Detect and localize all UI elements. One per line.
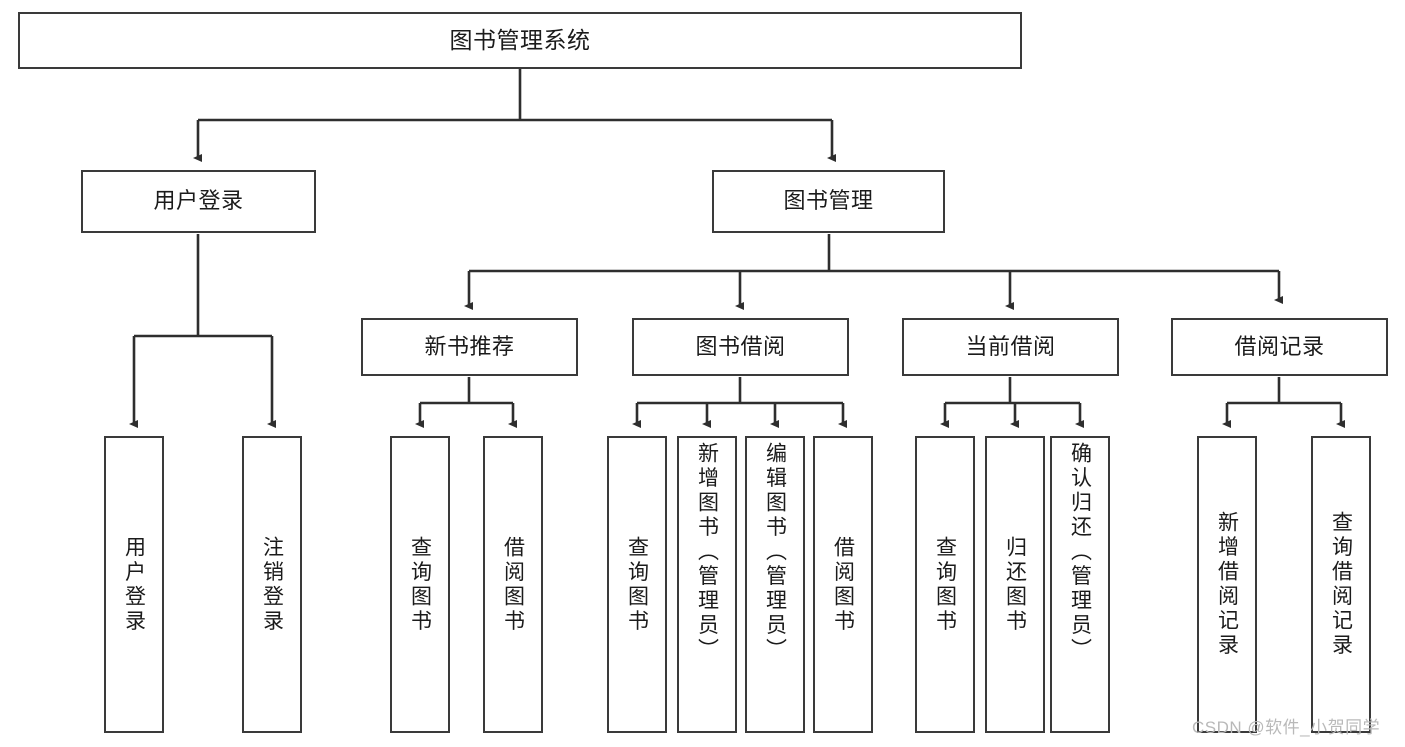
node-label: 注销登录: [260, 535, 284, 634]
node-book-manage[interactable]: 图书管理: [712, 170, 945, 233]
node-label: 借阅图书: [831, 535, 855, 634]
node-label: 用户登录: [153, 188, 244, 214]
node-label: 新增借阅记录: [1215, 511, 1239, 658]
node-leaf-confirm-return[interactable]: 确认归还（管理员）: [1050, 436, 1110, 733]
node-leaf-add-record[interactable]: 新增借阅记录: [1197, 436, 1257, 733]
node-book-borrow[interactable]: 图书借阅: [632, 318, 849, 376]
node-label: 编辑图书（管理员）: [763, 442, 787, 663]
node-label: 新增图书（管理员）: [695, 442, 719, 663]
node-leaf-query-book-1[interactable]: 查询图书: [390, 436, 450, 733]
node-current-borrow[interactable]: 当前借阅: [902, 318, 1119, 376]
node-label: 查询图书: [408, 535, 432, 634]
node-label: 新书推荐: [424, 333, 515, 359]
node-leaf-user-login[interactable]: 用户登录: [104, 436, 164, 733]
node-label: 图书管理系统: [449, 26, 591, 53]
node-label: 归还图书: [1003, 535, 1027, 634]
node-leaf-query-record[interactable]: 查询借阅记录: [1311, 436, 1371, 733]
node-leaf-edit-book[interactable]: 编辑图书（管理员）: [745, 436, 805, 733]
node-label: 用户登录: [122, 535, 146, 634]
node-label: 查询图书: [933, 535, 957, 634]
node-label: 图书借阅: [695, 333, 786, 359]
node-root-system[interactable]: 图书管理系统: [18, 12, 1022, 69]
node-borrow-record[interactable]: 借阅记录: [1171, 318, 1388, 376]
node-leaf-return-book[interactable]: 归还图书: [985, 436, 1045, 733]
node-new-book-rec[interactable]: 新书推荐: [361, 318, 578, 376]
csdn-watermark: CSDN @软件_小贺同学: [1192, 718, 1381, 737]
node-label: 借阅记录: [1234, 333, 1325, 359]
node-label: 当前借阅: [965, 333, 1056, 359]
node-leaf-logout[interactable]: 注销登录: [242, 436, 302, 733]
node-label: 查询借阅记录: [1329, 511, 1353, 658]
node-label: 查询图书: [625, 535, 649, 634]
node-label: 确认归还（管理员）: [1068, 442, 1092, 663]
node-leaf-query-book-2[interactable]: 查询图书: [607, 436, 667, 733]
node-leaf-query-book-3[interactable]: 查询图书: [915, 436, 975, 733]
node-leaf-borrow-book-1[interactable]: 借阅图书: [483, 436, 543, 733]
node-label: 图书管理: [783, 188, 874, 214]
node-leaf-borrow-book-2[interactable]: 借阅图书: [813, 436, 873, 733]
node-label: 借阅图书: [501, 535, 525, 634]
node-user-login[interactable]: 用户登录: [81, 170, 316, 233]
node-leaf-add-book[interactable]: 新增图书（管理员）: [677, 436, 737, 733]
